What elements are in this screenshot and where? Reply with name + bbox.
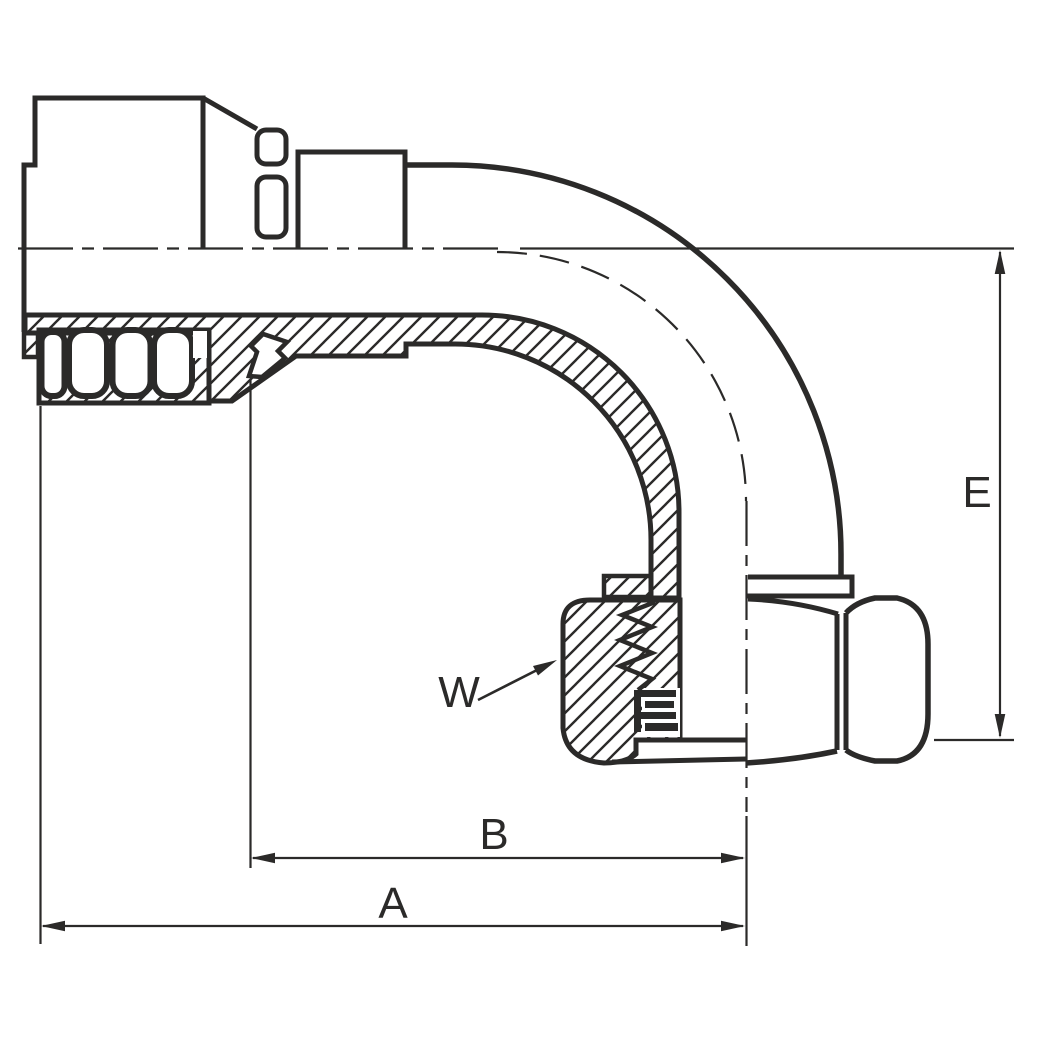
dimension-a bbox=[39, 406, 748, 946]
crimp-ring bbox=[254, 127, 289, 167]
nut-top-chamfer bbox=[747, 596, 839, 617]
nut-collar bbox=[746, 574, 855, 599]
centerline-elbow-arc bbox=[496, 250, 748, 502]
dimension-b bbox=[249, 380, 745, 868]
braid-strand bbox=[109, 327, 154, 399]
nut-bottom-edge-right bbox=[745, 748, 838, 766]
nut-right-lobe bbox=[843, 595, 931, 764]
arrow-leader bbox=[533, 660, 557, 676]
arrow-left bbox=[41, 920, 65, 932]
thread-label-w: W bbox=[438, 668, 480, 717]
arrow-up bbox=[994, 250, 1006, 274]
dim-label-a: A bbox=[378, 879, 408, 928]
socket-external-outline bbox=[21, 95, 408, 332]
hose-braid-section bbox=[36, 327, 212, 406]
socket-rim-section bbox=[21, 330, 41, 360]
w-leader-line bbox=[477, 666, 542, 702]
braid-strand bbox=[66, 327, 110, 399]
dimension-e bbox=[520, 247, 1014, 742]
braid-strand bbox=[151, 327, 195, 399]
hose-gap bbox=[193, 331, 207, 358]
collar-ring-section bbox=[601, 573, 654, 600]
arrow-right bbox=[721, 920, 745, 932]
thread-serrations bbox=[614, 599, 659, 692]
nut-bottom-edge-left bbox=[611, 756, 747, 765]
dim-label-b: B bbox=[479, 810, 508, 859]
crimp-ring bbox=[254, 174, 289, 240]
retaining-ring-detail bbox=[634, 688, 680, 737]
nipple-barb-tooth bbox=[245, 331, 292, 380]
arrow-left bbox=[251, 852, 275, 864]
elbow-outer-profile bbox=[405, 162, 844, 577]
arrow-down bbox=[994, 714, 1006, 738]
braid-strand bbox=[38, 329, 68, 399]
dim-label-e: E bbox=[962, 468, 991, 517]
leader-w bbox=[477, 660, 557, 702]
tube-wall-section bbox=[22, 312, 682, 601]
swivel-nut-external bbox=[745, 574, 931, 766]
arrow-right bbox=[721, 852, 745, 864]
